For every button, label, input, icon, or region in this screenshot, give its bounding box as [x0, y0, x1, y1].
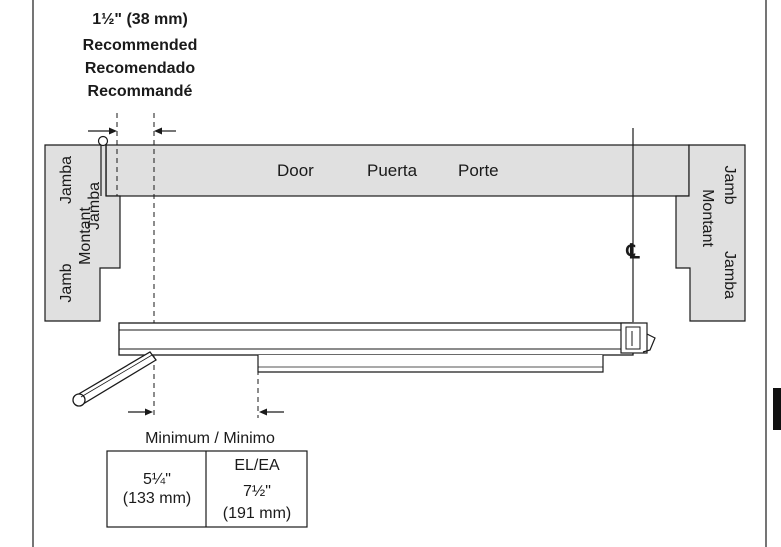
- closer-arm: [72, 351, 157, 407]
- left-jamb-label-jamba-outer: Jamba: [58, 156, 75, 204]
- minimum-right-model: EL/EA: [234, 457, 280, 474]
- door-closer: [118, 322, 656, 373]
- recommended-dimension: 1½" (38 mm): [92, 11, 188, 28]
- recommended-fr: Recommandé: [88, 83, 193, 100]
- right-jamb-label-jamb: Jamb: [721, 165, 738, 204]
- door-label-en: Door: [277, 161, 314, 180]
- centerline-symbol: ℄: [626, 241, 641, 263]
- hinge-pivot: [97, 135, 109, 196]
- minimum-table: [106, 450, 308, 528]
- recommended-en: Recommended: [83, 37, 198, 54]
- minimum-dimension-arrows: [128, 408, 284, 416]
- left-jamb-label-montant: Montant: [77, 207, 94, 265]
- door-panel: [105, 144, 690, 197]
- right-jamb: [675, 144, 746, 322]
- right-jamb-label-montant: Montant: [699, 189, 716, 247]
- minimum-left-metric: (133 mm): [123, 490, 191, 507]
- minimum-label: Minimum / Minimo: [145, 430, 275, 447]
- left-jamb-label-jamb: Jamb: [58, 263, 75, 302]
- minimum-right-metric: (191 mm): [223, 505, 291, 522]
- recommended-es: Recomendado: [85, 60, 195, 77]
- door-label-fr: Porte: [458, 161, 499, 180]
- side-tab: [773, 388, 781, 430]
- right-jamb-label-jamba: Jamba: [721, 251, 738, 299]
- minimum-left-value: 5¼": [143, 471, 171, 488]
- door-label-es: Puerta: [367, 161, 418, 180]
- recommended-dimension-arrows: [88, 127, 176, 135]
- left-jamb-label-jamba: Jamba: [86, 182, 103, 230]
- minimum-right-value: 7½": [243, 483, 271, 500]
